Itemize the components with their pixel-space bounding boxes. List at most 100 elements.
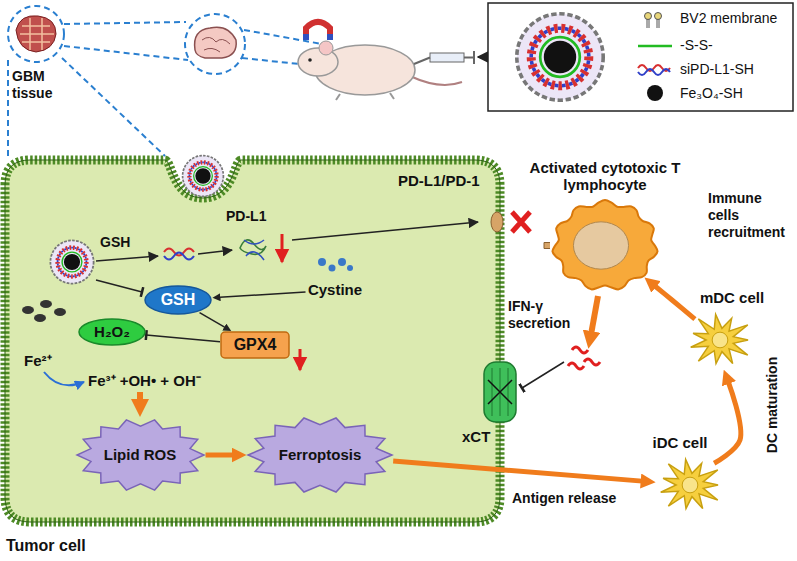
mature-dc-cell-outline-part <box>712 332 728 348</box>
node-text: GSH <box>161 291 196 309</box>
checkpoint-label: PD-L1/PD-1 <box>398 172 480 190</box>
legend-text: Fe₃O₄-SH <box>680 85 743 101</box>
immature-dc-cell-outline-part <box>661 459 718 508</box>
mouse-icon-part <box>306 22 330 40</box>
node-text: Cystine <box>308 281 362 298</box>
cystine-icon-part <box>329 265 336 272</box>
mature-dc-cell: mDC cell <box>685 310 755 370</box>
legend-text: -S-S- <box>680 37 713 53</box>
process-arrow <box>655 286 695 319</box>
sirna-symbol-part <box>638 69 670 75</box>
iron-ions <box>22 300 66 322</box>
sirna-symbol <box>164 249 194 260</box>
mouse-icon-part <box>410 76 462 85</box>
iron-ions-part <box>34 314 46 322</box>
syringe-icon-part <box>414 51 474 64</box>
decrease-arrow <box>299 349 302 370</box>
node-text: H₂O₂ <box>94 323 130 340</box>
syringe-icon <box>414 51 474 64</box>
xct-transporter-part <box>484 362 516 422</box>
membrane-symbol-part <box>655 13 662 20</box>
arrow <box>137 392 143 408</box>
gbm-tissue-icon <box>8 6 64 62</box>
tumor-cell <box>5 160 500 522</box>
cystine-icon-part <box>338 258 346 266</box>
legend-text: BV2 membrane <box>680 10 777 26</box>
lipid-ros-burst: Lipid ROS <box>75 417 206 493</box>
h2o2-ellipse-outline-part <box>79 319 145 345</box>
reaction-arrow <box>44 372 84 385</box>
secretion-label: IFN-γ secretion <box>508 298 580 332</box>
dashed-leader-part <box>64 46 188 60</box>
brain-icon-part <box>195 27 237 58</box>
sirna-symbol-part <box>164 253 194 260</box>
legend-text: siPD-L1-SH <box>680 61 754 77</box>
legend-entry: Fe₃O₄-SH <box>680 85 743 102</box>
process-arrow <box>206 453 234 458</box>
arrow <box>96 256 158 261</box>
tumor-cell-part <box>5 160 500 522</box>
legend-entry: BV2 membrane <box>680 10 777 27</box>
cystine-icon-part <box>318 258 326 266</box>
process-arrow <box>393 461 642 481</box>
arrow-connector <box>200 313 225 328</box>
edge-label: Immune cells recruitment <box>706 190 797 240</box>
cystine-icon-part <box>347 265 353 271</box>
edge-label: DC maturation <box>764 355 781 455</box>
dashed-leader-part <box>7 60 9 156</box>
mature-dc-cell-outline <box>685 310 755 370</box>
legend-entry: -S-S- <box>680 37 713 54</box>
legend-entry: siPD-L1-SH <box>680 61 754 78</box>
gsh-ellipse-outline-part <box>145 286 211 314</box>
cell-heading: mDC cell <box>700 289 764 306</box>
transporter-label: xCT <box>462 428 490 446</box>
mouse-icon-part <box>336 93 394 100</box>
disulfide-symbol <box>638 45 672 48</box>
ifn-gamma-molecules-part <box>572 347 588 353</box>
ion-label: Fe²⁺ <box>24 352 52 370</box>
cell-heading: iDC cell <box>652 434 707 451</box>
node-text: Ferroptosis <box>279 446 362 463</box>
dashed-leader-part <box>244 30 322 44</box>
pd-l1-protein <box>240 240 266 260</box>
ifn-gamma-molecules-part <box>568 363 584 369</box>
gpx4-box-outline-part <box>221 332 289 358</box>
legend-box-part <box>517 14 603 100</box>
membrane-symbol <box>645 13 662 29</box>
t-cell-outline <box>550 198 660 293</box>
pd-l1-protein-part <box>244 240 264 260</box>
immature-dc-cell-outline <box>655 455 725 515</box>
membrane-symbol-part <box>645 13 652 20</box>
cell-heading: Activated cytotoxic T lymphocyte <box>510 159 700 194</box>
arrow-connector <box>220 292 306 297</box>
legend-box-part <box>488 3 793 111</box>
immature-dc-cell-outline-part <box>682 477 698 493</box>
arrow <box>292 222 478 240</box>
t-cell-outline-part <box>552 200 657 289</box>
mouse-icon-part <box>308 58 312 62</box>
secretion-arrow <box>590 296 598 340</box>
ferroptosis-burst: Ferroptosis <box>246 415 394 495</box>
node-text: GPX4 <box>234 336 277 354</box>
dashed-leader <box>8 22 322 156</box>
inhibition-line <box>522 362 564 388</box>
block-cross <box>512 212 530 232</box>
dashed-leader-part <box>62 58 165 156</box>
tumor-cell-part <box>5 160 500 522</box>
t-cell-outline-part <box>544 242 550 248</box>
iron-ions-part <box>40 300 52 308</box>
iron-ions-part <box>22 306 34 314</box>
legend-box <box>488 3 793 111</box>
brain-icon-part <box>202 37 230 52</box>
edge-label: Antigen release <box>510 490 618 507</box>
decrease-arrow <box>281 234 284 262</box>
inhibition-line <box>96 280 142 292</box>
ferroptosis-burst-outline-part <box>248 418 392 492</box>
illustration-part <box>183 156 224 197</box>
immature-dc-cell: iDC cell <box>655 455 725 515</box>
t-cell: Activated cytotoxic T lymphocyte <box>550 198 660 293</box>
inhibition-connector <box>146 335 220 342</box>
lipid-ros-burst-outline-part <box>77 420 204 490</box>
mature-dc-cell-outline-part <box>691 314 748 363</box>
